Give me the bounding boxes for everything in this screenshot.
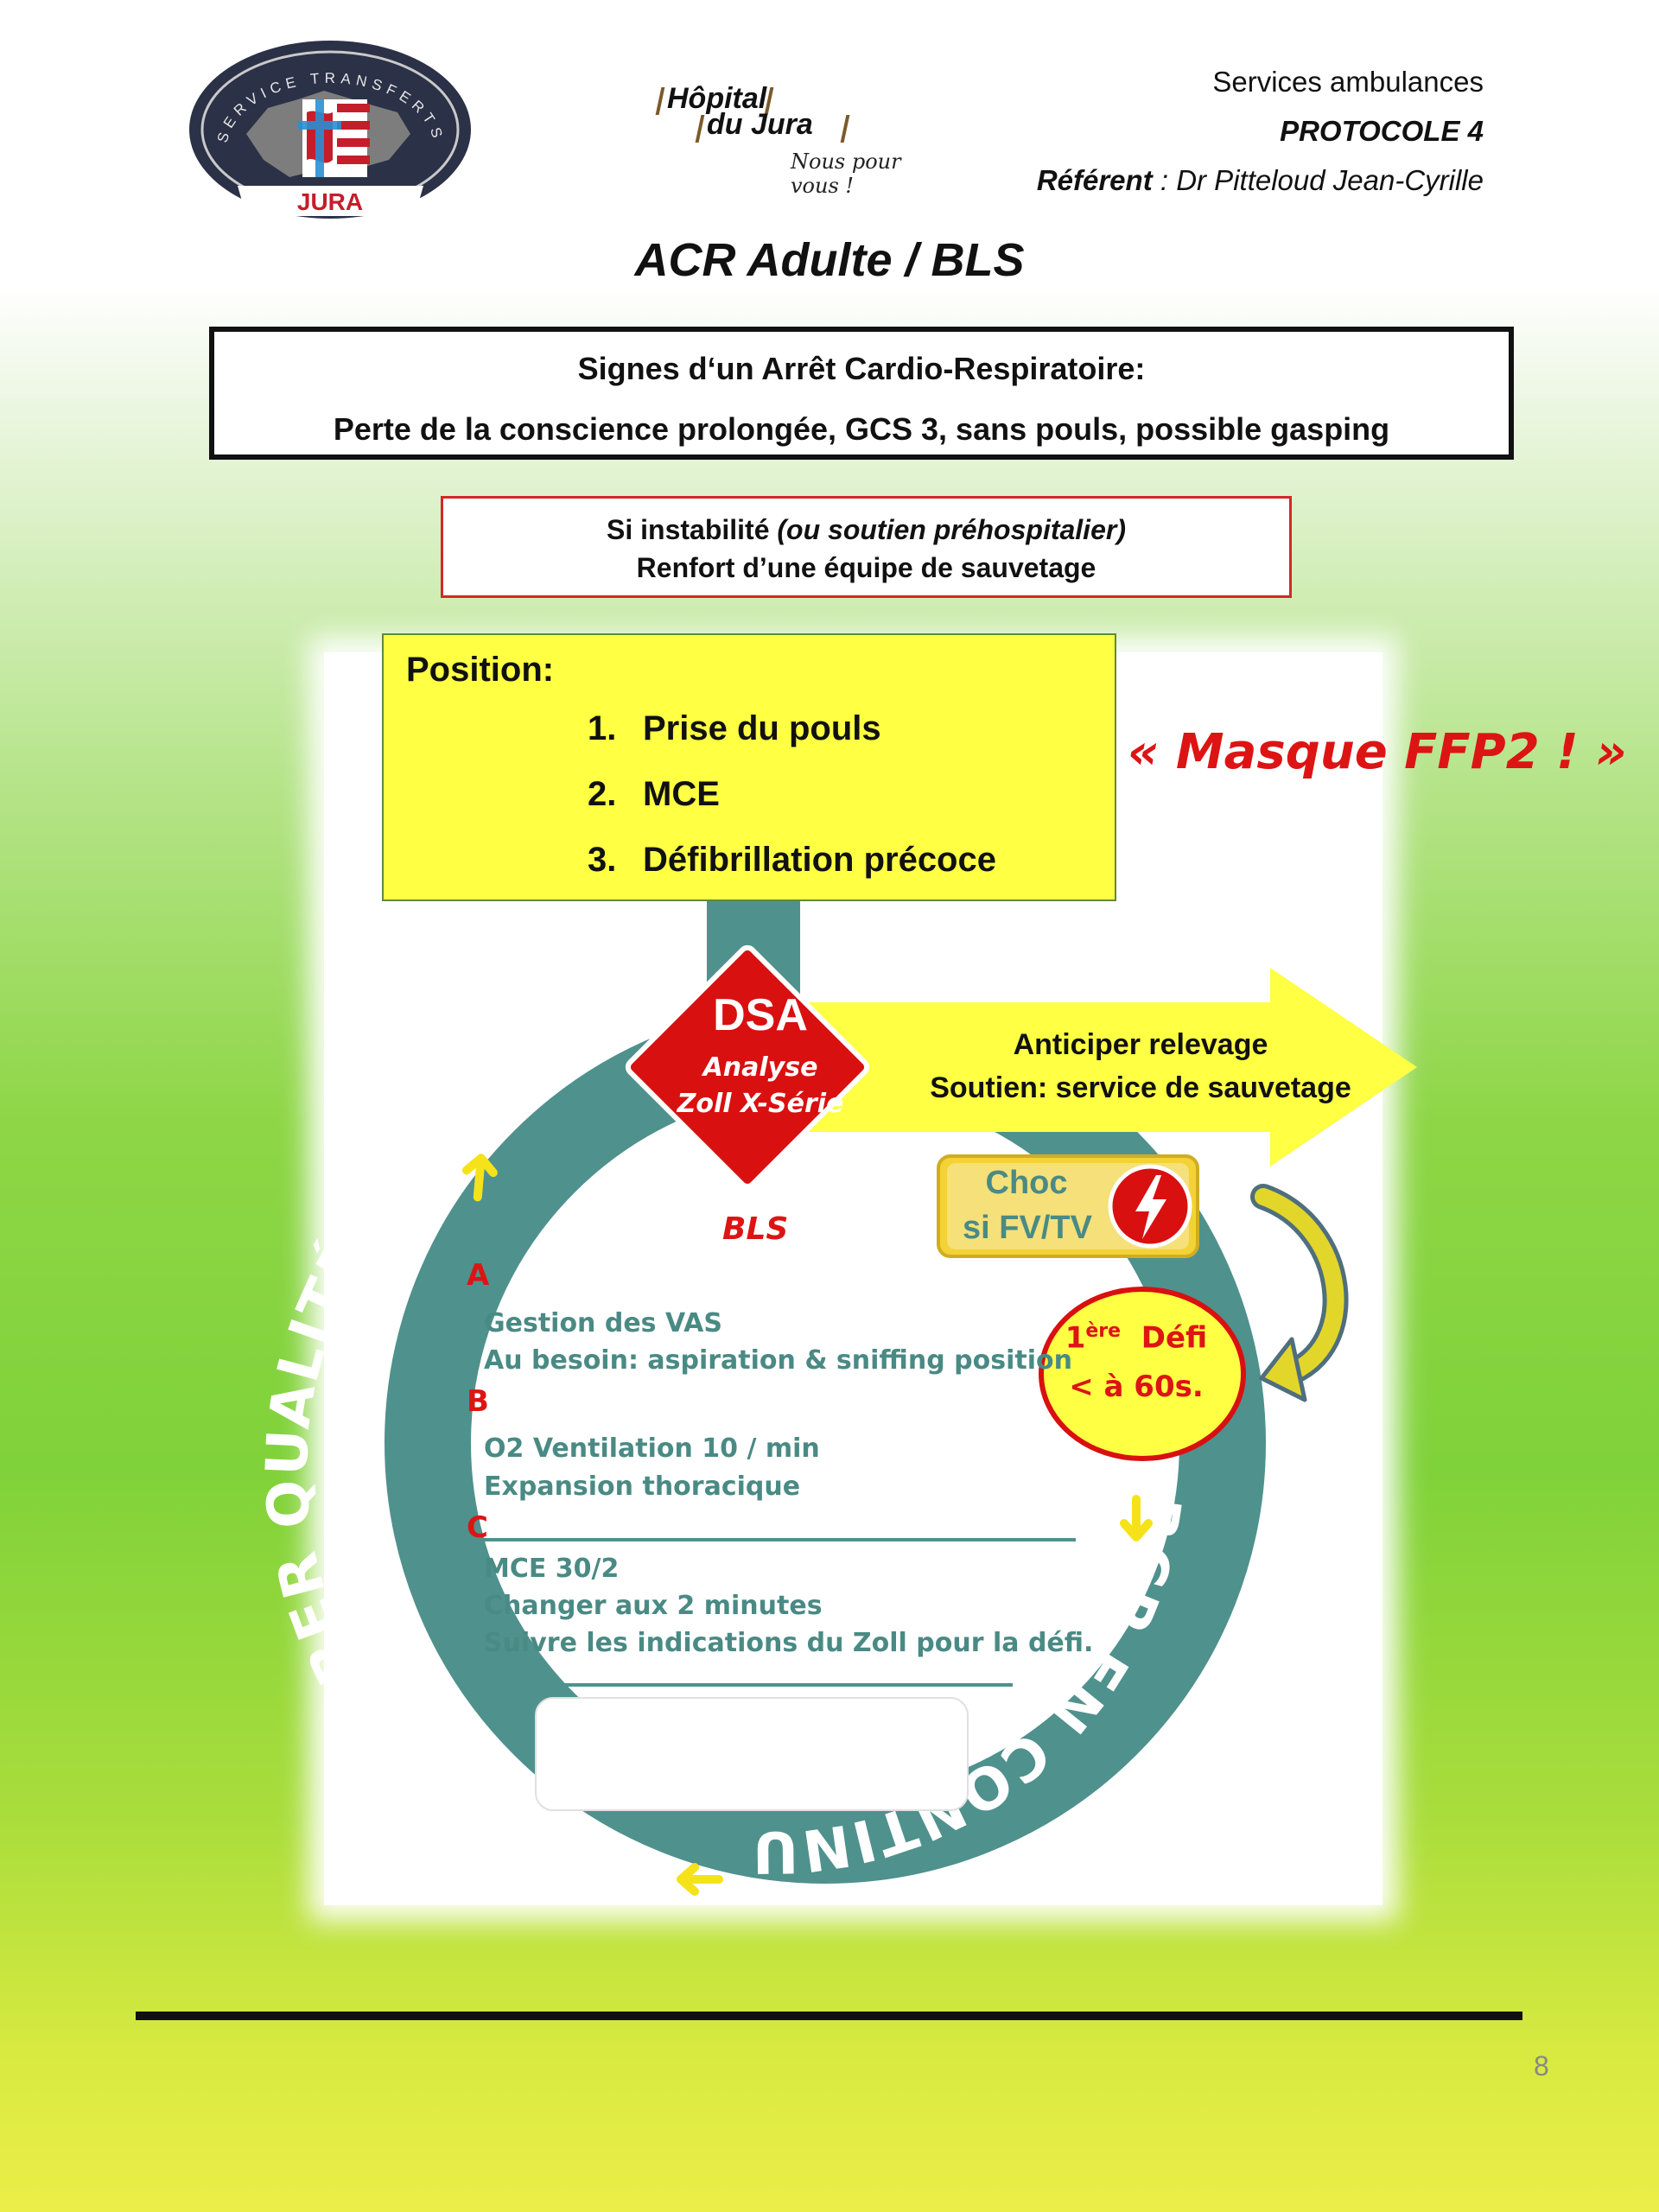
defi-line2: < à 60s. bbox=[1069, 1370, 1204, 1404]
protocole-number: PROTOCOLE 4 bbox=[1280, 115, 1484, 147]
position-title: Position: bbox=[406, 651, 555, 689]
signs-title: Signes d‘un Arrêt Cardio-Respiratoire: bbox=[577, 351, 1146, 386]
abc-b-item-1: O2 Ventilation 10 / min bbox=[484, 1433, 820, 1464]
renfort-line2: Renfort d’une équipe de sauvetage bbox=[636, 552, 1096, 583]
dsa-diamond bbox=[625, 944, 870, 1190]
abc-letter-a: A bbox=[467, 1258, 490, 1293]
defi-pre: 1 bbox=[1065, 1320, 1086, 1356]
dsa-sub2: Zoll X-Série bbox=[677, 1089, 844, 1119]
choc-line2: si FV/TV bbox=[963, 1210, 1092, 1246]
position-item-3-num: 3. bbox=[588, 841, 617, 879]
hospital-logo-line1: Hôpital bbox=[667, 82, 767, 115]
curved-arrow-icon bbox=[1255, 1188, 1344, 1382]
defi-sup: ère bbox=[1085, 1320, 1122, 1342]
curved-arrow-head-icon bbox=[1259, 1337, 1307, 1402]
page-number: 8 bbox=[1534, 2050, 1549, 2082]
ring-arrow-upper-left-icon bbox=[461, 1154, 498, 1202]
renfort-line1: Si instabilité (ou soutien préhospitalie… bbox=[443, 514, 1289, 546]
position-item-2-num: 2. bbox=[588, 775, 617, 813]
ring-arrow-right-icon bbox=[1120, 1495, 1153, 1541]
position-item-2: 2. MCE bbox=[588, 775, 720, 814]
dsa-title: DSA bbox=[713, 990, 808, 1040]
defi-circle bbox=[1039, 1287, 1246, 1461]
renfort-line1-b: (ou soutien préhospitalier) bbox=[777, 514, 1126, 545]
referent-label: Référent bbox=[1036, 164, 1153, 196]
abc-c-item-1: MCE 30/2 bbox=[484, 1554, 620, 1584]
abc-letter-b: B bbox=[467, 1384, 489, 1419]
defi-post: Défi bbox=[1121, 1320, 1208, 1356]
abc-b-item-2: Expansion thoracique bbox=[484, 1471, 801, 1502]
lightning-icon bbox=[1135, 1175, 1166, 1239]
position-item-3: 3. Défibrillation précoce bbox=[588, 841, 996, 880]
empty-rounded-field bbox=[535, 1697, 969, 1811]
services-ambulances: Services ambulances bbox=[1212, 66, 1484, 98]
relevage-line1: Anticiper relevage bbox=[1013, 1028, 1268, 1061]
referent: Référent : Dr Pitteloud Jean-Cyrille bbox=[1037, 164, 1484, 197]
bls-label: BLS bbox=[722, 1211, 789, 1247]
referent-value: : Dr Pitteloud Jean-Cyrille bbox=[1152, 164, 1484, 196]
document-title: ACR Adulte / BLS bbox=[634, 234, 1025, 286]
position-item-3-text: Défibrillation précoce bbox=[643, 841, 996, 879]
renfort-box: Si instabilité (ou soutien préhospitalie… bbox=[441, 496, 1292, 598]
choc-badge bbox=[937, 1154, 1199, 1258]
abc-a-item-1: Gestion des VAS bbox=[484, 1308, 722, 1338]
hopital-du-jura-logo: Hôpital du Jura Nous pour vous ! bbox=[655, 82, 942, 198]
abc-a-item-2: Au besoin: aspiration & sniffing positio… bbox=[484, 1345, 1072, 1376]
position-item-1-num: 1. bbox=[588, 709, 617, 747]
logo-bottom-text: JURA bbox=[297, 188, 363, 215]
position-item-2-text: MCE bbox=[643, 775, 720, 813]
position-box: Position: 1. Prise du pouls 2. MCE 3. Défib… bbox=[382, 633, 1116, 901]
choc-line1: Choc bbox=[985, 1165, 1068, 1201]
abc-c-item-2: Changer aux 2 minutes bbox=[484, 1591, 823, 1621]
masque-ffp2-warning: « Masque FFP2 ! » bbox=[1128, 724, 1627, 780]
ring-text-right: RCP EN CONTINU bbox=[750, 1491, 1192, 1885]
service-transferts-jura-logo: SERVICE TRANSFERTS JURA bbox=[189, 41, 471, 219]
signs-acr-box: Signes d‘un Arrêt Cardio-Respiratoire: P… bbox=[209, 327, 1514, 460]
relevage-arrow bbox=[804, 968, 1417, 1166]
position-item-1-text: Prise du pouls bbox=[643, 709, 881, 747]
hospital-slogan: Nous pour vous ! bbox=[791, 149, 901, 198]
defi-line1: 1ère Défi bbox=[1033, 1320, 1240, 1355]
relevage-line2: Soutien: service de sauvetage bbox=[930, 1071, 1351, 1104]
renfort-line1-a: Si instabilité bbox=[607, 514, 778, 545]
signs-text: Perte de la conscience prolongée, GCS 3,… bbox=[333, 411, 1390, 447]
bottom-rule bbox=[136, 2012, 1522, 2020]
svg-text:RCP EN CONTINU: RCP EN CONTINU bbox=[750, 1491, 1193, 1885]
hospital-logo-line2: du Jura bbox=[707, 108, 813, 141]
dsa-sub1: Analyse bbox=[702, 1052, 818, 1083]
abc-letter-c: C bbox=[467, 1510, 488, 1545]
position-item-1: 1. Prise du pouls bbox=[588, 709, 881, 748]
ring-arrow-bottom-icon bbox=[677, 1863, 723, 1896]
abc-c-item-3: Suivre les indications du Zoll pour la d… bbox=[484, 1628, 1094, 1658]
